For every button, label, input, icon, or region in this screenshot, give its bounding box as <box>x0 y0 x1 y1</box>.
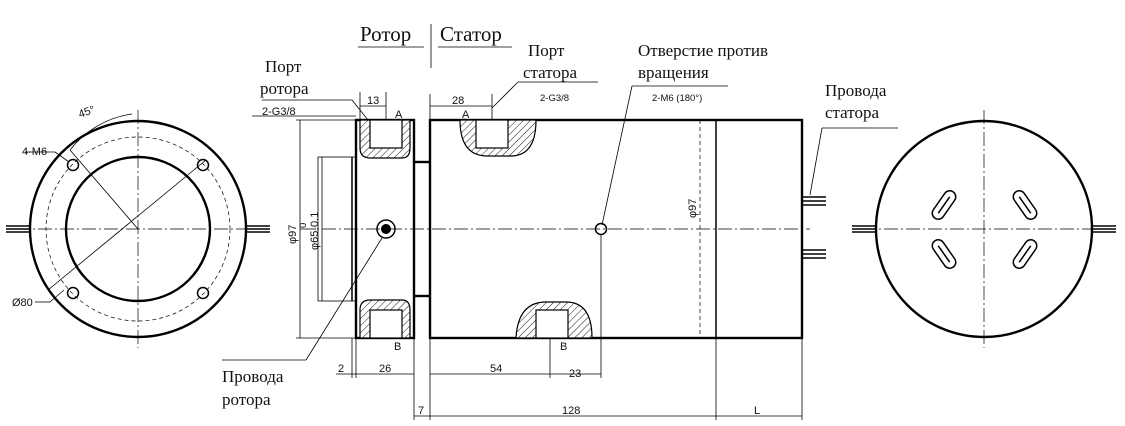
stator-wires-label-1: Провода <box>825 81 887 100</box>
bolt-holes-label: 4-M6 <box>22 146 47 158</box>
anti-rotation-label-1: Отверстие против <box>638 41 768 60</box>
bolt-hole <box>196 158 210 172</box>
side-section-view: Ротор Статор <box>222 22 898 420</box>
dim-23: 23 <box>569 368 581 380</box>
diameter-65-upper: 0 <box>298 223 309 228</box>
rotor-port-thread: 2-G3/8 <box>262 106 296 118</box>
left-end-view: 45° 4-M6 Ø80 <box>6 104 270 348</box>
dim-2: 2 <box>338 363 344 375</box>
rotor-port-label-1: Порт <box>265 57 302 76</box>
bolt-angle-label: 45° <box>77 104 97 121</box>
section-a-rotor: A <box>395 109 403 121</box>
rotor-wires-label-1: Провода <box>222 367 284 386</box>
dim-128: 128 <box>562 405 580 417</box>
section-b-stator: B <box>560 341 567 353</box>
diameter-65: φ65-0.1 <box>309 212 321 250</box>
dim-L: L <box>754 405 760 417</box>
stator-port-label-2: статора <box>523 63 577 82</box>
dim-7: 7 <box>418 405 424 417</box>
rotor-wire-stub <box>6 225 270 233</box>
stator-port-offset: 28 <box>452 95 464 107</box>
diameter-97-right: φ97 <box>687 199 699 218</box>
right-end-view <box>852 110 1116 348</box>
bolt-hole <box>66 158 80 172</box>
diameter-97-left: φ97 <box>287 225 299 244</box>
wire-slot <box>1012 239 1038 269</box>
wire-slot <box>931 190 957 220</box>
dim-54: 54 <box>490 363 502 375</box>
wire-slot <box>931 239 957 269</box>
section-b-rotor: B <box>394 341 401 353</box>
dim-26: 26 <box>379 363 391 375</box>
stator-heading: Статор <box>440 22 502 46</box>
bolt-hole <box>196 286 210 300</box>
stator-wire-stub-end <box>852 225 1116 233</box>
rotor-port-label-2: ротора <box>260 79 309 98</box>
outer-diameter-label: Ø80 <box>12 297 33 309</box>
rotor-heading: Ротор <box>360 22 411 46</box>
stator-port-thread: 2-G3/8 <box>540 93 569 104</box>
wire-slot <box>1012 190 1038 220</box>
anti-rotation-label-2: вращения <box>638 63 709 82</box>
bolt-hole <box>66 286 80 300</box>
stator-wire-stub <box>802 196 826 259</box>
anti-rotation-thread: 2-M6 (180°) <box>652 93 702 104</box>
rotor-wires-label-2: ротора <box>222 390 271 409</box>
stator-wires-label-2: статора <box>825 103 879 122</box>
section-a-stator: A <box>462 109 470 121</box>
rotor-port-offset: 13 <box>367 95 379 107</box>
stator-port-label-1: Порт <box>528 41 565 60</box>
